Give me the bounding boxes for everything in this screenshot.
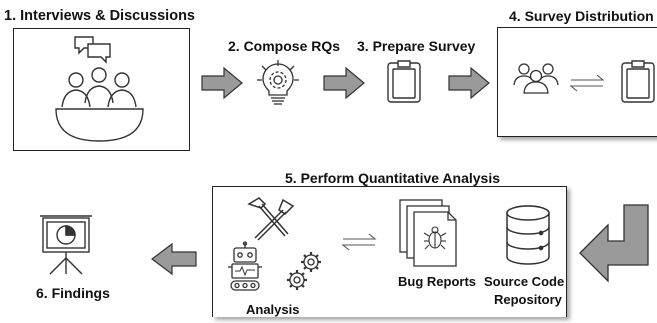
meeting-people-icon: [55, 36, 144, 142]
robot-icon: [228, 241, 262, 291]
tools-hammers-icon: [247, 197, 295, 241]
exchange-arrows-icon-analysis: [341, 233, 377, 251]
step-2-title: 2. Compose RQs: [228, 38, 341, 54]
step-4-title: 4. Survey Distribution: [509, 8, 654, 24]
gears-icon: [287, 252, 321, 290]
people-group-icon: [513, 63, 559, 94]
bug-reports-label: Bug Reports: [398, 274, 476, 289]
presentation-chart-icon: [40, 215, 92, 275]
flow-arrow-4: [579, 204, 649, 283]
flow-arrow-5: [151, 242, 197, 276]
database-icon: [506, 205, 550, 265]
analysis-label: Analysis: [246, 302, 300, 317]
flow-arrow-3: [448, 66, 490, 100]
clipboard-icon-distribution: [621, 60, 655, 103]
bug-report-docs-icon: [399, 199, 457, 267]
step-5-title: 5. Perform Quantitative Analysis: [285, 170, 500, 186]
step-3-title: 3. Prepare Survey: [357, 38, 476, 54]
repository-label: Repository: [494, 292, 562, 307]
step-1-title: 1. Interviews & Discussions: [4, 8, 195, 24]
speech-bubbles-icon: [74, 36, 111, 64]
flow-arrow-2: [323, 66, 365, 100]
distribution-box: [497, 27, 657, 137]
lightbulb-gear-icon: [257, 60, 299, 105]
source-code-label: Source Code: [484, 274, 565, 289]
exchange-arrows-icon: [569, 74, 605, 92]
clipboard-icon: [387, 60, 421, 103]
step-6-title: 6. Findings: [36, 285, 110, 301]
flow-arrow-1: [201, 66, 243, 100]
